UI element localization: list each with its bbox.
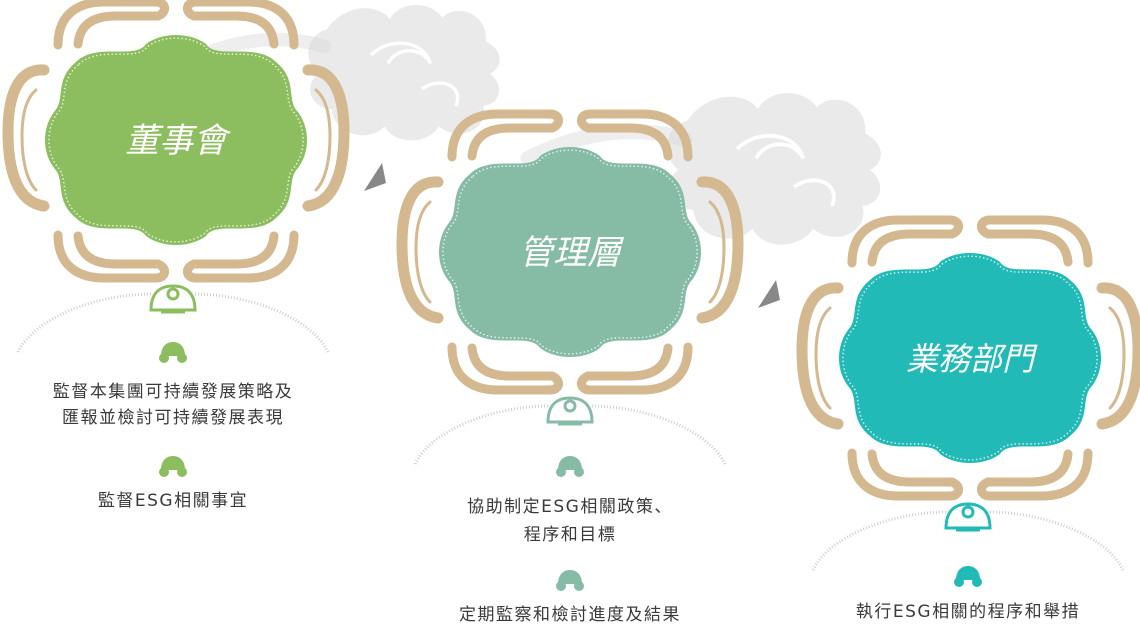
fan-left — [413, 404, 551, 465]
fan-right — [192, 292, 330, 353]
business-duty-line-1: 執行ESG相關的程序和舉措 — [855, 602, 1081, 622]
business-fan-decoration — [811, 502, 1125, 571]
flow-arrow-1 — [364, 163, 386, 191]
management-duty-line-1: 協助制定ESG相關政策、 — [467, 497, 673, 517]
management-bullet-icon-2 — [556, 570, 584, 591]
cloud-body — [666, 93, 881, 245]
fan-left — [811, 510, 949, 571]
board-meeting-table: 董事會 — [8, 2, 344, 278]
board-duty-line-2: 匯報並檢討可持續發展表現 — [62, 408, 284, 428]
board-duty-line-3: 監督ESG相關事宜 — [97, 491, 249, 511]
management-bullet-icon-1 — [556, 456, 584, 477]
management-meeting-table: 管理層 — [402, 114, 738, 390]
fan-left — [16, 292, 154, 353]
cloud-swirl — [792, 178, 836, 207]
management-duty-line-2: 程序和目標 — [523, 525, 617, 545]
board-crest-icon — [149, 284, 197, 314]
board-bullet-icon-1 — [159, 342, 187, 363]
management-crest-icon — [546, 396, 594, 426]
business-title: 業務部門 — [906, 340, 1038, 378]
business-bullet-icon-1 — [954, 566, 982, 587]
fan-right — [987, 510, 1125, 571]
board-bullet-icon-2 — [159, 456, 187, 477]
business-crest-icon — [944, 502, 992, 532]
cloud-swirl — [369, 41, 433, 65]
cloud-swirl — [735, 134, 806, 160]
board-title: 董事會 — [125, 121, 232, 161]
board-fan-decoration — [16, 284, 330, 353]
fan-right — [589, 404, 727, 465]
cloud-swirl — [420, 81, 460, 107]
flow-arrow-2 — [758, 280, 780, 308]
business-meeting-table: 業務部門 — [802, 220, 1138, 496]
management-fan-decoration — [413, 396, 727, 465]
board-duty-line-1: 監督本集團可持續發展策略及 — [52, 382, 294, 402]
management-duty-line-3: 定期監察和檢討進度及結果 — [459, 605, 681, 625]
management-title: 管理層 — [519, 233, 624, 273]
